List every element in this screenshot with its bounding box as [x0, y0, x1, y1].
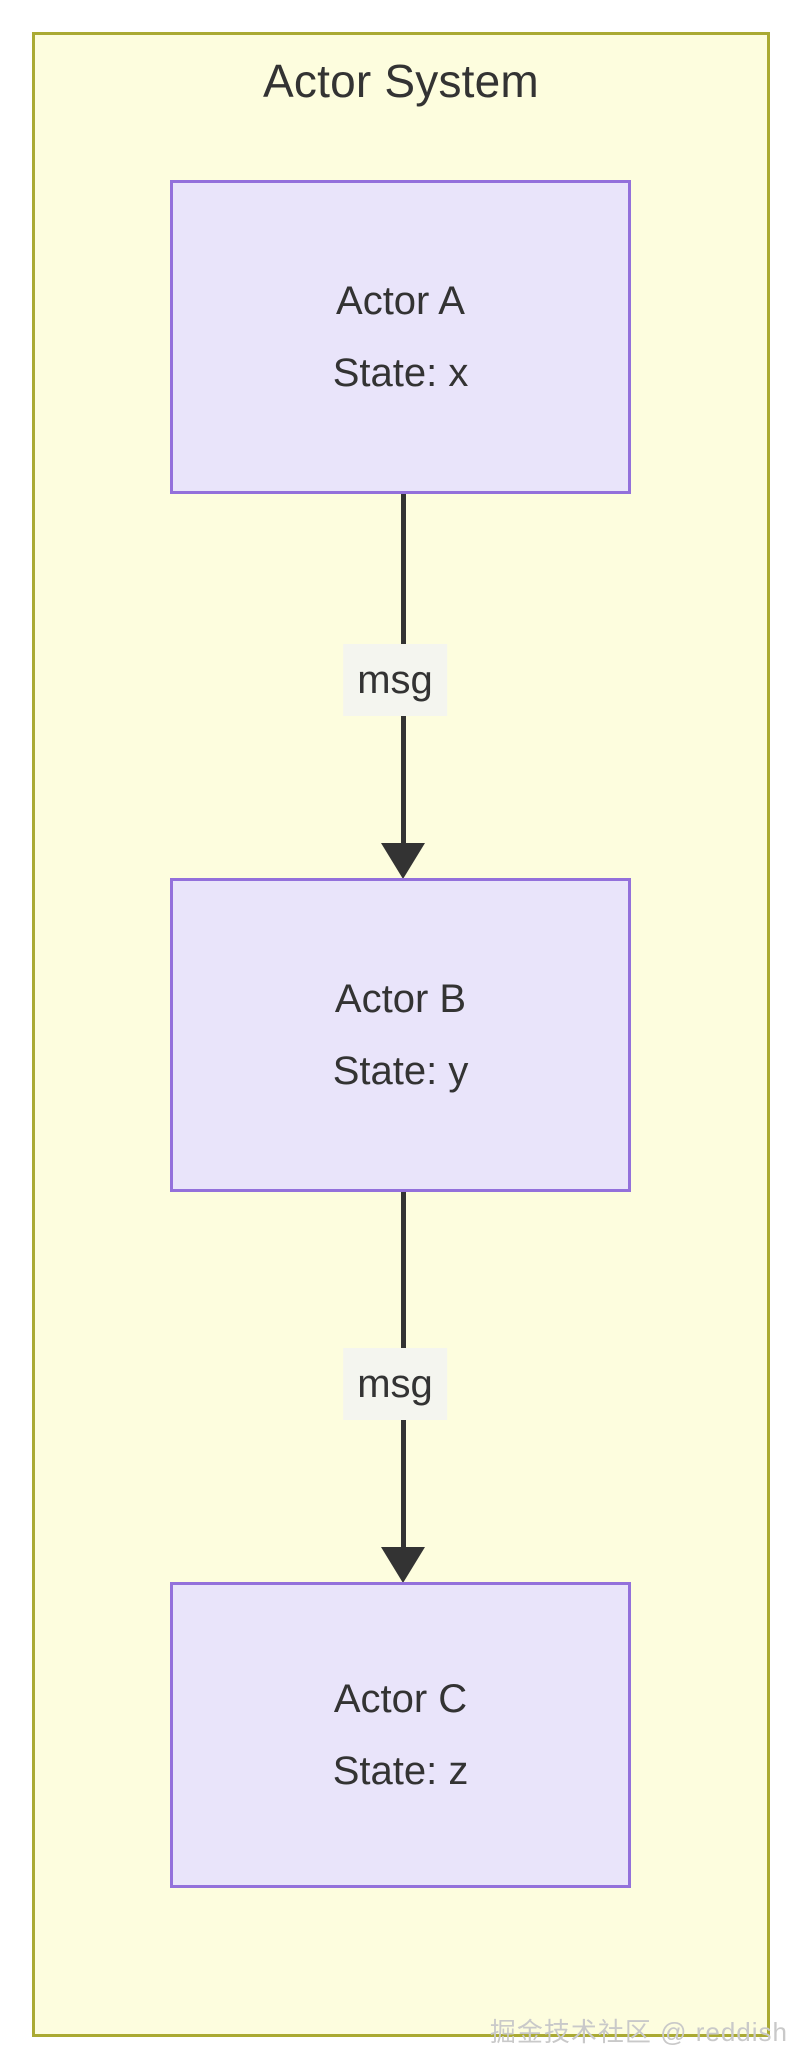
actor-node-a-name: Actor A	[336, 279, 465, 323]
actor-node-b-state: State: y	[332, 1049, 469, 1093]
arrow-head-icon-b-to-c	[381, 1547, 425, 1583]
edge-label-a-to-b: msg	[343, 644, 447, 716]
actor-node-a[interactable]: Actor A State: x	[170, 180, 631, 494]
actor-node-a-state: State: x	[332, 351, 469, 395]
actor-node-b-name: Actor B	[334, 977, 467, 1021]
page-title: Actor System	[263, 55, 539, 107]
watermark-text: 掘金技术社区 @ reddish	[489, 2017, 788, 2047]
actor-node-c-state: State: z	[332, 1749, 469, 1793]
edge-label-b-to-c: msg	[343, 1348, 447, 1420]
actor-node-b[interactable]: Actor B State: y	[170, 878, 631, 1192]
arrow-head-icon-a-to-b	[381, 843, 425, 879]
actor-node-c[interactable]: Actor C State: z	[170, 1582, 631, 1888]
actor-node-c-name: Actor C	[333, 1677, 468, 1721]
